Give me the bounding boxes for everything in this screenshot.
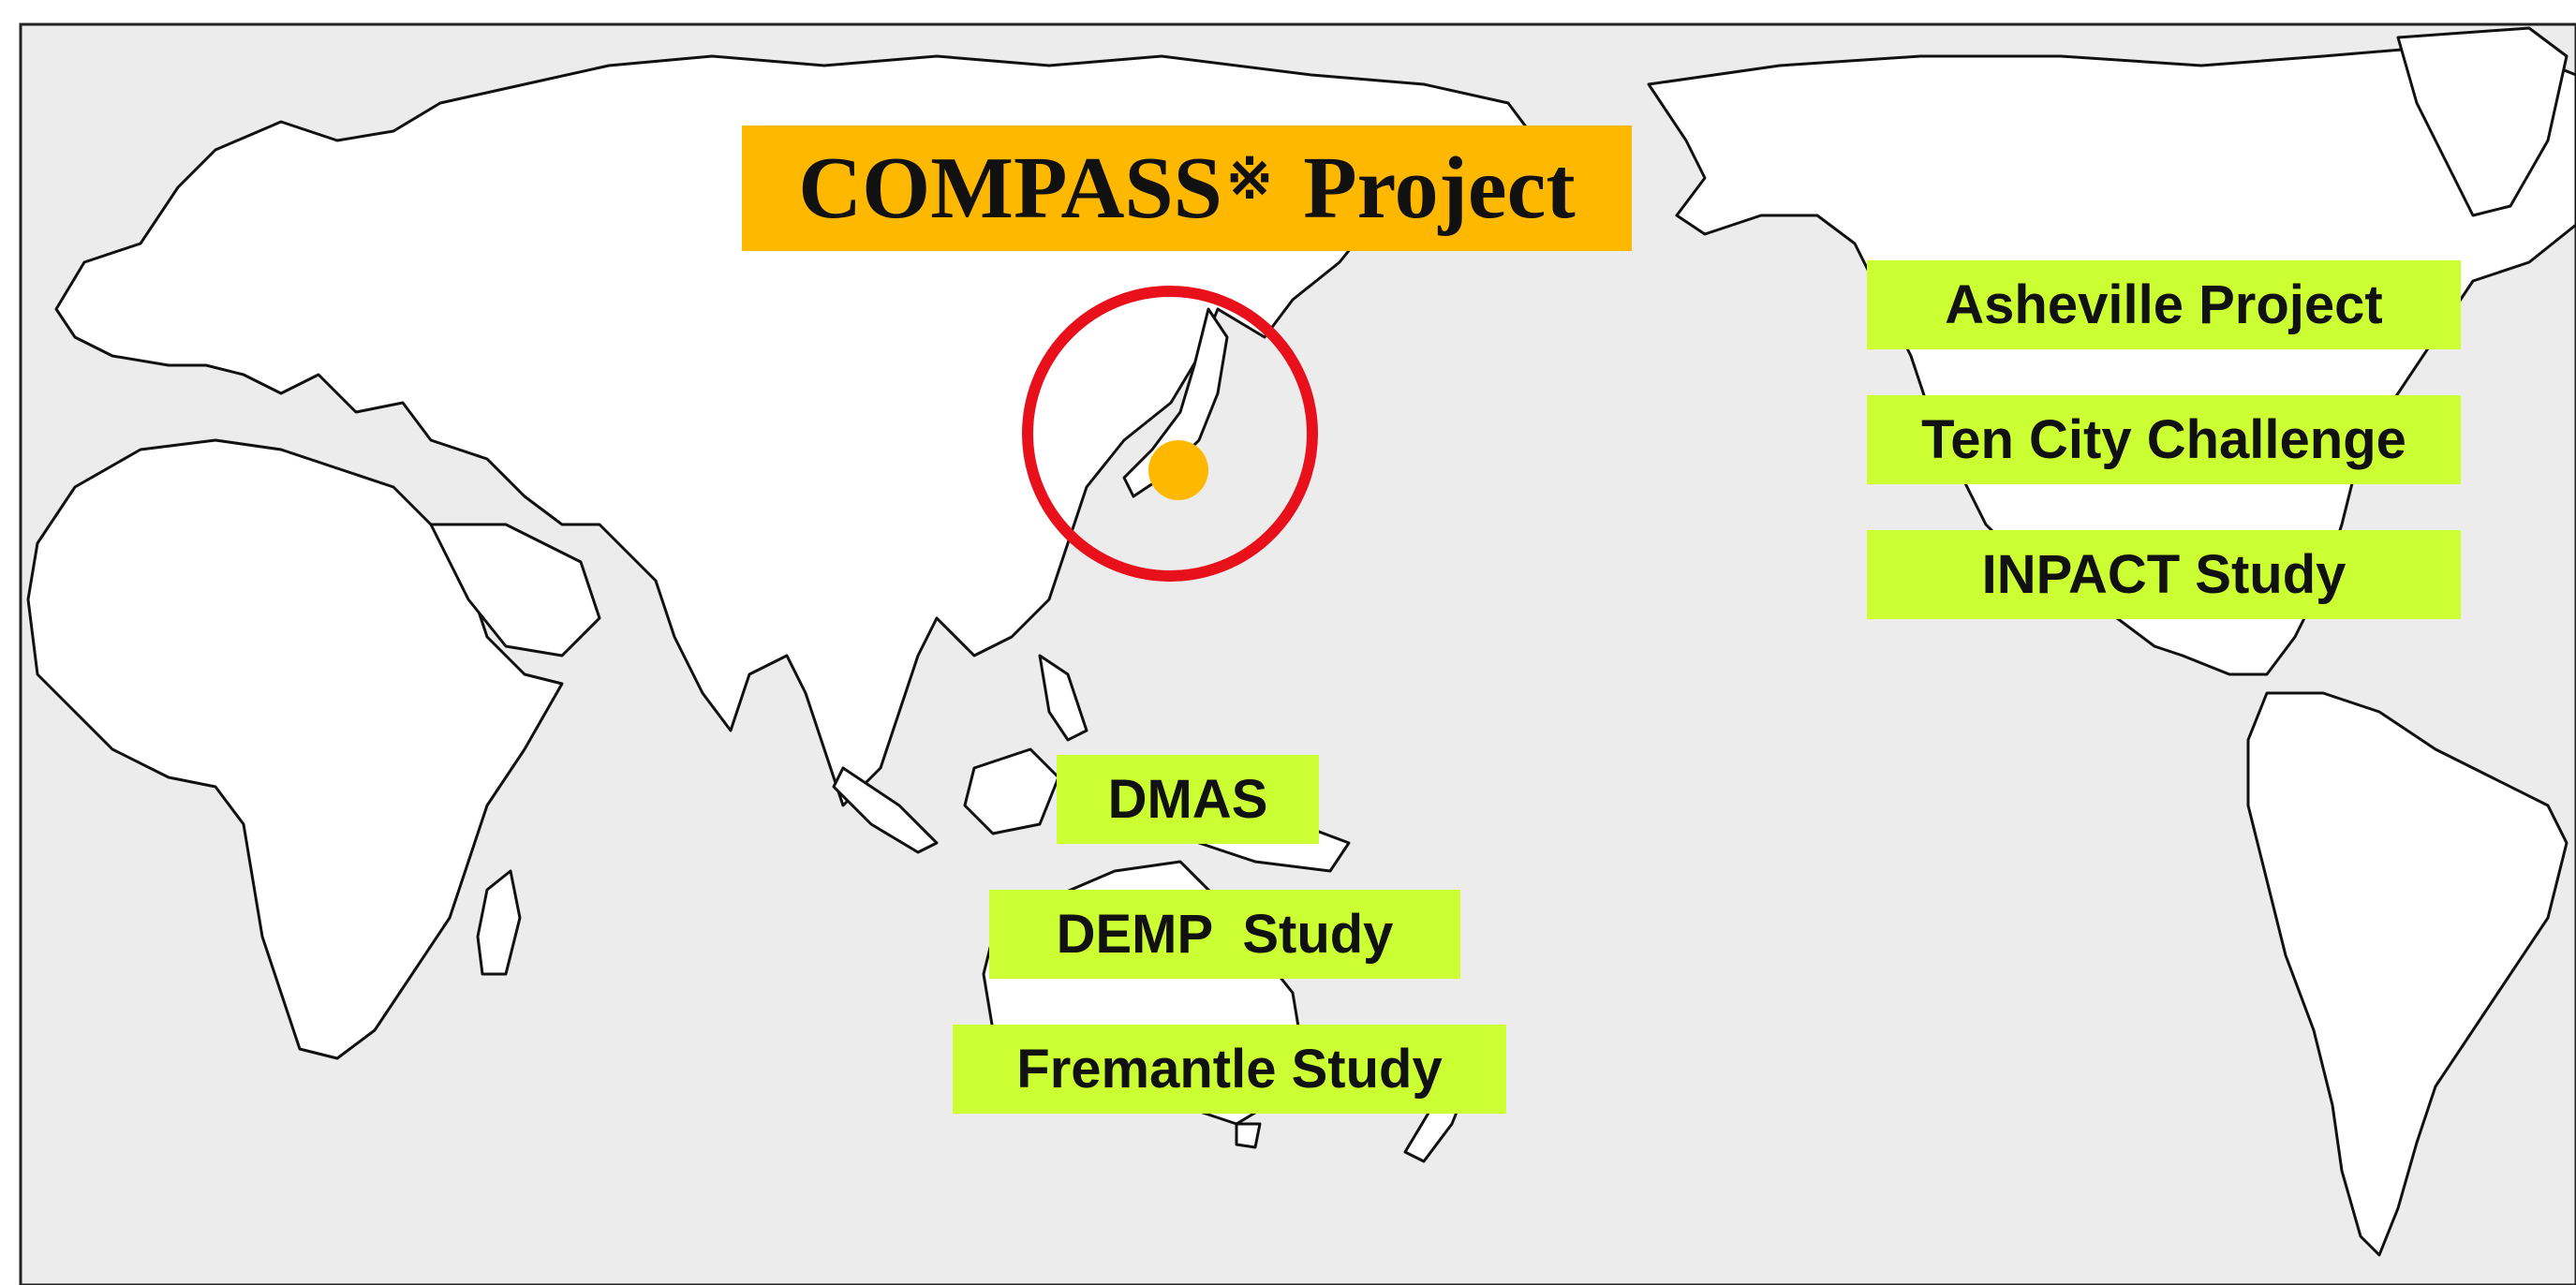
title-main: COMPASS [798,140,1222,237]
land-south-america [2246,691,2569,1257]
japan-dot [1148,440,1208,500]
label-inpact: INPACT Study [1867,530,2461,619]
land-sumatra [832,766,939,854]
compass-title-banner: COMPASS※ Project [742,126,1632,251]
land-japan [1122,307,1229,498]
land-greenland [2396,26,2569,217]
label-asheville: Asheville Project [1867,260,2461,349]
label-demp: DEMP Study [989,890,1460,979]
title-suffix: Project [1303,140,1576,237]
japan-highlight-circle [1022,286,1318,582]
title-mark: ※ [1225,148,1274,210]
land-africa [26,438,564,1060]
land-madagascar [476,869,522,976]
land-borneo [963,747,1060,835]
label-dmas: DMAS [1057,755,1319,844]
label-ten-city: Ten City Challenge [1867,395,2461,484]
land-tasmania [1235,1122,1262,1149]
land-arabia [429,523,601,657]
land-philippines [1038,654,1088,742]
label-fremantle: Fremantle Study [953,1025,1506,1114]
